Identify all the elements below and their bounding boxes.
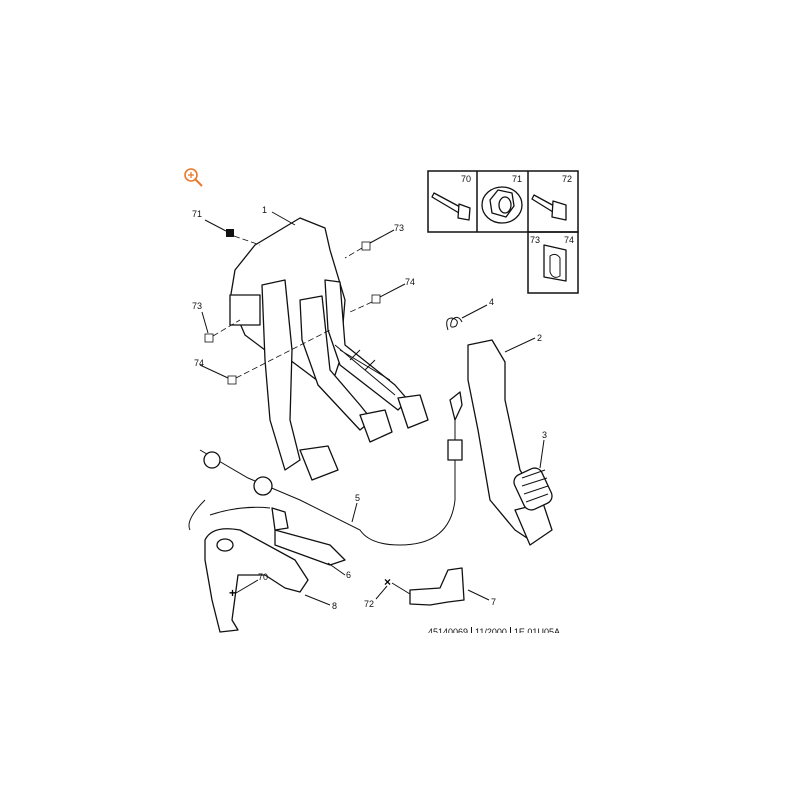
pedal-pad xyxy=(513,467,553,511)
nut-marker-71 xyxy=(226,229,234,237)
callout-73-right: 73 xyxy=(394,223,404,233)
reference-date: 11/2000 xyxy=(471,627,511,633)
zoom-in-icon[interactable] xyxy=(182,166,206,190)
screw-marker-70: + xyxy=(229,586,236,600)
callout-72: 72 xyxy=(364,599,374,609)
callout-1: 1 xyxy=(262,205,267,215)
flange-nut-icon xyxy=(481,186,523,224)
callout-70: 70 xyxy=(258,572,268,582)
brake-pedal xyxy=(299,295,393,443)
clip-marker-73-right xyxy=(361,241,371,251)
callout-7: 7 xyxy=(491,597,496,607)
callout-3: 3 xyxy=(542,430,547,440)
hardware-legend: 70 71 72 73 74 xyxy=(427,170,579,294)
support-bracket xyxy=(204,528,309,633)
callout-8: 8 xyxy=(332,601,337,611)
screw-icon xyxy=(431,192,471,221)
callout-73-left: 73 xyxy=(192,301,202,311)
callout-5: 5 xyxy=(355,493,360,503)
accelerator-pedal xyxy=(467,339,553,546)
cable-guide-arc xyxy=(188,499,271,531)
callout-71: 71 xyxy=(192,209,202,219)
cable-bracket xyxy=(271,507,346,566)
legend-label-72: 72 xyxy=(562,174,572,184)
bolt-marker-72: × xyxy=(384,575,391,589)
bolt-icon xyxy=(531,194,567,221)
clutch-pedal xyxy=(261,279,339,481)
return-spring xyxy=(446,316,463,331)
legend-label-74: 74 xyxy=(564,235,574,245)
legend-label-70: 70 xyxy=(461,174,471,184)
legend-label-73: 73 xyxy=(530,235,540,245)
reference-number: 45140069 xyxy=(428,627,469,637)
clip-icon xyxy=(543,244,567,282)
pedal-stop-bracket xyxy=(409,567,465,606)
reference-code: 1E 01U05A xyxy=(513,627,560,637)
callout-4: 4 xyxy=(489,297,494,307)
clip-marker-73-left xyxy=(204,333,214,343)
callout-74-left: 74 xyxy=(194,358,204,368)
callout-2: 2 xyxy=(537,333,542,343)
clip-marker-74-right xyxy=(371,294,381,304)
accelerator-cable xyxy=(199,391,463,546)
callout-74-right: 74 xyxy=(405,277,415,287)
accelerator-pedal-reinforcement xyxy=(324,279,429,429)
callout-6: 6 xyxy=(346,570,351,580)
leader-lines xyxy=(199,211,545,606)
legend-label-71: 71 xyxy=(512,174,522,184)
clip-marker-74-left xyxy=(227,375,237,385)
